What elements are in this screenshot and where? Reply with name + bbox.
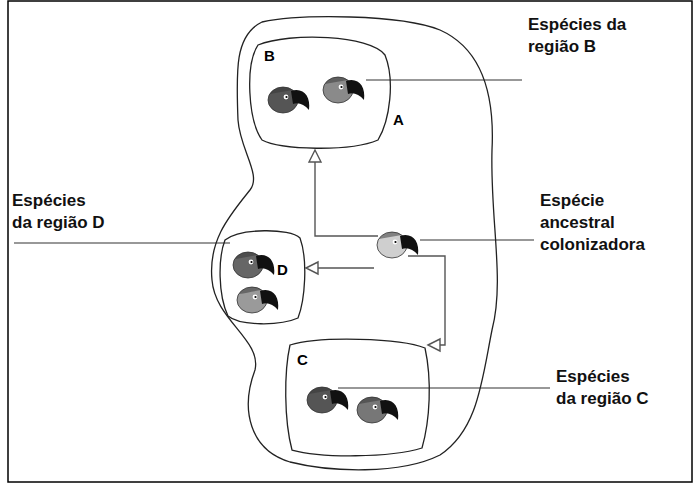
leader-lines [14,80,550,388]
bird-eye [393,240,398,245]
region-border [286,339,430,456]
arrow-line [315,162,378,236]
arrow-head [428,339,440,351]
bird-head [237,287,278,313]
region-border [250,37,391,148]
bird-eye [323,395,328,400]
region-d: D [216,226,310,328]
region-letter: D [277,262,288,277]
colonization-arrows [306,150,445,351]
bird-eye [339,85,344,90]
region-letter: B [264,48,275,63]
region-letter: A [393,112,404,127]
region-c: C [282,334,434,460]
bird-beak [400,235,418,255]
bird-head [357,397,398,423]
bird-crown [239,287,262,294]
region-letter: C [297,352,308,367]
bird-beak [346,80,364,100]
species-label: Espécie ancestral colonizadora [540,190,658,256]
bird-pupil [250,261,252,263]
region-border [220,231,305,324]
bird-pupil [394,241,396,243]
frame-border [8,1,692,482]
bird-crown [379,232,402,239]
bird-eye [253,295,258,300]
leader-line [14,242,230,243]
leader-line [366,79,522,80]
bird-pupil [340,86,342,88]
species-label: Espécies da região D [12,190,108,234]
bird-pupil [285,96,287,98]
arrow-head [306,262,318,274]
leader-line [420,239,534,240]
bird-eye [249,260,254,265]
bird-pupil [374,406,376,408]
arrow-line [408,256,445,345]
bird-eye [373,405,378,410]
bird-crown [309,387,332,394]
bird-beak [330,390,348,410]
bird-pupil [254,296,256,298]
bird-pupil [324,396,326,398]
arrow-head [309,150,321,162]
bird-heads [233,77,418,423]
bird-eye [284,95,289,100]
leader-line [338,387,550,388]
bird-head [323,77,364,103]
region-outline [216,226,310,328]
bird-beak [260,290,278,310]
bird-crown [235,252,258,259]
bird-head [268,87,309,113]
arrow-line [318,267,374,268]
bird-beak [256,255,274,275]
bird-beak [291,90,309,110]
region-border [212,17,498,470]
species-label: Espécies da região B [528,14,678,58]
bird-crown [270,87,293,94]
bird-crown [359,397,382,404]
island-region: A B D C [205,12,507,478]
bird-head [233,252,274,278]
bird-beak [380,400,398,420]
species-label: Espécies da região C [556,366,652,410]
bird-crown [325,77,348,84]
bird-head [377,232,418,258]
region-b: B [244,32,396,152]
bird-head [307,387,348,413]
